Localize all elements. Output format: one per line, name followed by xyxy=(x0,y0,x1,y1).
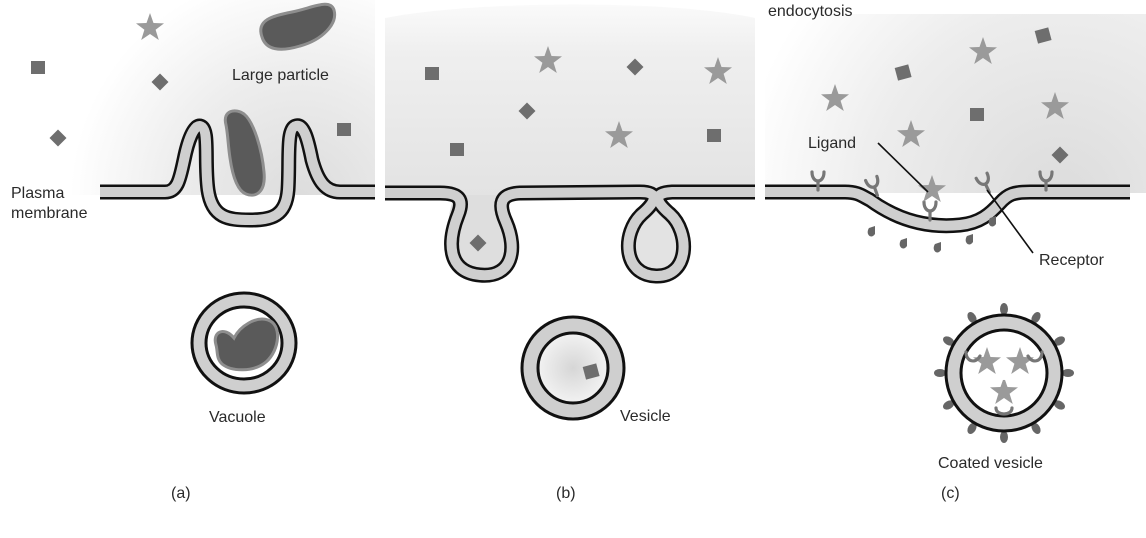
vacuole-particle xyxy=(213,317,279,372)
coat-proteins xyxy=(934,303,1074,443)
coat-protein xyxy=(1062,369,1074,377)
label-large-particle: Large particle xyxy=(232,67,329,84)
panel-c-extracellular-fluid xyxy=(765,14,1146,193)
caption-c: (c) xyxy=(941,485,960,502)
plasma-membrane-c-core xyxy=(765,187,1130,231)
receptor xyxy=(922,200,938,222)
internal-receptor xyxy=(994,406,1014,416)
coat-protein xyxy=(1000,431,1008,443)
coat-protein xyxy=(967,422,977,434)
solute-square xyxy=(425,67,439,80)
engulfed-particle xyxy=(223,109,266,197)
panel-a: Large particle Plasma membrane Vacuole (… xyxy=(0,0,375,502)
coat-protein xyxy=(1031,422,1041,434)
ligand-leader-line xyxy=(877,142,929,193)
solute-square xyxy=(1034,27,1052,44)
plasma-membrane-c xyxy=(765,184,1130,234)
solute-square xyxy=(970,108,984,121)
solute-square xyxy=(707,129,721,142)
plasma-membrane-b xyxy=(385,184,755,284)
coat-protein xyxy=(1053,400,1065,410)
solute-diamond xyxy=(151,73,169,91)
solute-square xyxy=(582,363,600,380)
coat-protein xyxy=(943,400,955,410)
solute-square xyxy=(450,143,464,156)
coat-protein xyxy=(1053,336,1065,346)
receptor xyxy=(864,174,880,197)
solute-square xyxy=(337,123,351,136)
internal-receptor xyxy=(1026,350,1044,363)
label-vesicle: Vesicle xyxy=(620,408,671,425)
internal-receptor xyxy=(964,350,982,363)
solute-diamond xyxy=(469,234,487,252)
label-vacuole: Vacuole xyxy=(209,409,266,426)
receptor-leader-line xyxy=(986,189,1034,254)
coat-protein xyxy=(1031,312,1041,324)
caption-b: (b) xyxy=(556,485,576,502)
panel-b-extracellular-fluid xyxy=(385,4,755,195)
label-plasma-membrane-line2: membrane xyxy=(11,205,88,222)
coat-protein xyxy=(943,336,955,346)
solute-diamond xyxy=(626,58,644,76)
coated-vesicle xyxy=(934,303,1074,443)
receptor xyxy=(974,171,991,194)
coat-protein xyxy=(934,369,946,377)
receptor xyxy=(810,170,826,192)
caption-a: (a) xyxy=(171,485,191,502)
solute-square xyxy=(31,61,45,74)
coat-protein xyxy=(967,312,977,324)
label-coated-vesicle: Coated vesicle xyxy=(938,455,1043,472)
receptor xyxy=(1038,170,1054,192)
panel-c: endocytosis xyxy=(765,3,1146,502)
solute-diamond xyxy=(518,102,536,120)
label-endocytosis-title: endocytosis xyxy=(768,3,853,20)
coat-protein xyxy=(1000,303,1008,315)
panel-b: Vesicle (b) xyxy=(385,4,755,502)
label-receptor: Receptor xyxy=(1039,252,1105,269)
plasma-membrane-b-core xyxy=(385,187,755,282)
large-particle xyxy=(259,2,337,51)
label-ligand: Ligand xyxy=(808,135,856,152)
plasma-membrane-a-core xyxy=(100,120,375,225)
vesicle-lumen xyxy=(536,331,610,405)
label-plasma-membrane-line1: Plasma xyxy=(11,185,64,202)
coat-proteins xyxy=(867,216,996,253)
solute-square xyxy=(894,64,912,81)
